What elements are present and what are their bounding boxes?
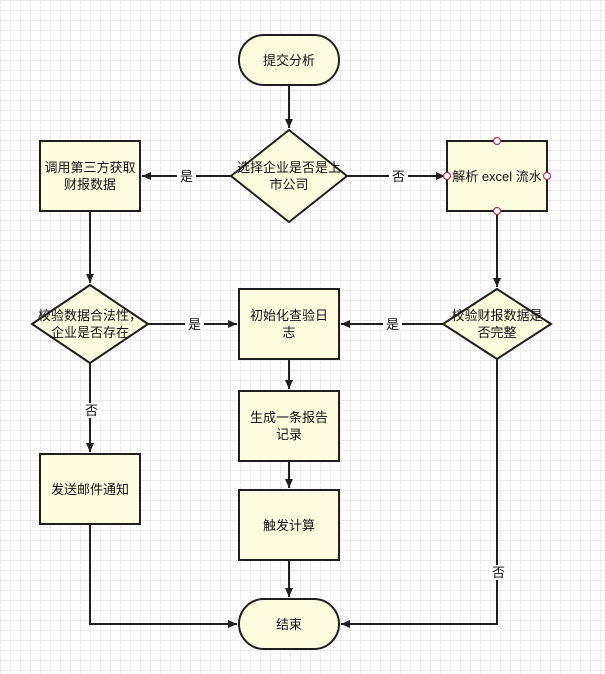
node-validate-shape[interactable] <box>30 283 150 365</box>
selection-handle-left[interactable] <box>442 171 452 181</box>
selection-handle-bottom[interactable] <box>492 206 502 216</box>
edge-label-complete-no: 否 <box>489 565 509 580</box>
edge-label-validate-yes: 是 <box>185 317 205 332</box>
node-generate-record-shape[interactable] <box>238 390 340 462</box>
selection-handle-top[interactable] <box>492 136 502 146</box>
edge-report-complete-to-end <box>341 359 498 628</box>
node-send-email-shape[interactable] <box>39 453 141 525</box>
node-submit-shape[interactable] <box>238 34 340 86</box>
node-end-shape[interactable] <box>238 598 340 650</box>
node-parse-excel-shape[interactable] <box>446 140 548 212</box>
edge-label-validate-no: 否 <box>82 403 102 418</box>
node-third-party-shape[interactable] <box>39 140 141 212</box>
edge-label-complete-yes: 是 <box>383 317 403 332</box>
edge-send-email-to-end <box>89 524 237 628</box>
node-report-complete-shape[interactable] <box>441 287 553 361</box>
edge-label-listed-yes: 是 <box>177 169 197 184</box>
edge-label-listed-no: 否 <box>389 169 409 184</box>
node-trigger-calc-shape[interactable] <box>238 489 340 561</box>
node-init-log-shape[interactable] <box>238 288 340 360</box>
selection-handle-right[interactable] <box>542 171 552 181</box>
node-is-listed-shape[interactable] <box>229 128 349 224</box>
